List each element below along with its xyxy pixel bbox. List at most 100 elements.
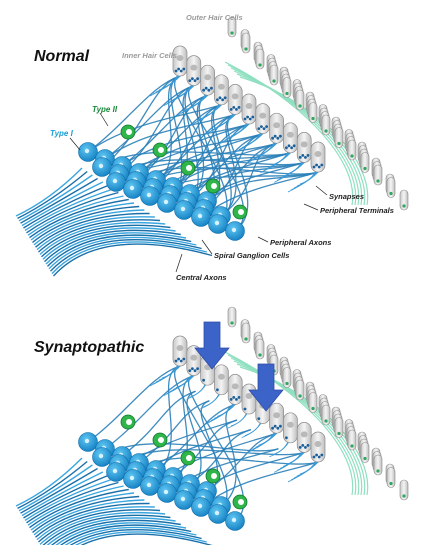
central-axon	[20, 467, 98, 514]
ribbon-synapse-dot	[304, 446, 307, 449]
ribbon-synapse-dot	[279, 424, 282, 428]
central-axon	[15, 167, 83, 217]
ihc-nucleus	[273, 122, 281, 129]
outer-hair-cell	[282, 367, 292, 388]
ohc-synapse-dot	[363, 456, 367, 461]
ribbon-synapse-dot	[193, 369, 197, 372]
down-arrow-icon	[248, 363, 284, 412]
ganglion-nucleus	[146, 482, 152, 488]
ihc-nucleus	[300, 141, 308, 148]
ganglion-nucleus	[214, 220, 220, 226]
central-axon	[74, 531, 207, 545]
ribbon-synapse-dot	[218, 96, 222, 100]
type-ii-neurons	[120, 414, 248, 510]
ihc-nucleus	[314, 441, 322, 447]
ribbon-synapse-dot	[279, 134, 282, 138]
central-axon	[39, 511, 166, 545]
ribbon-synapse-dot	[188, 369, 192, 372]
outer-hair-cell	[373, 164, 383, 186]
ihc-nucleus	[176, 55, 184, 61]
ganglion-nucleus	[214, 510, 220, 516]
outer-hair-cell	[386, 177, 396, 198]
ribbon-synapse-dot	[232, 106, 236, 109]
central-axon-bundle	[15, 167, 213, 277]
ribbon-synapse-dot	[315, 453, 318, 457]
nerve-fibers	[87, 73, 321, 232]
type-ii-nucleus	[211, 473, 217, 479]
ribbon-synapse-dot	[210, 86, 213, 90]
central-axon	[48, 236, 197, 270]
central-axon	[59, 524, 192, 545]
label-outer-hair-cells-text: Outer Hair Cells	[186, 13, 243, 22]
ribbon-synapse-dot	[248, 117, 252, 121]
central-axon	[29, 198, 129, 239]
ganglion-nucleus	[146, 192, 152, 198]
central-axon	[26, 191, 119, 234]
ribbon-synapse-dot	[320, 163, 324, 167]
ohc-synapse-dot	[230, 321, 234, 325]
label-inner-hair-cells-text: Inner Hair Cells	[122, 51, 177, 60]
ohc-synapse-dot	[350, 154, 354, 158]
ribbon-synapse-dot	[237, 396, 241, 399]
ohc-synapse-dot	[244, 47, 248, 51]
ribbon-synapse-dot	[273, 134, 277, 138]
ribbon-synapse-dot	[285, 146, 288, 150]
ohc-synapse-dot	[272, 79, 276, 83]
ribbon-synapse-dot	[188, 79, 192, 82]
label-peripheral-axons: Peripheral Axons	[270, 238, 331, 247]
ohc-synapse-dot	[298, 104, 302, 108]
ribbon-synapse-dot	[174, 359, 178, 363]
label-synapses: Synapses	[329, 192, 364, 201]
central-axon	[69, 529, 202, 545]
ihc-nucleus	[217, 373, 225, 380]
central-axon	[35, 212, 150, 248]
ihc-nucleus	[286, 421, 294, 428]
type-i-fiber	[87, 365, 181, 443]
terminal-fiber	[230, 411, 248, 427]
ganglion-nucleus	[129, 185, 135, 191]
ribbon-synapse-dot	[317, 165, 321, 169]
inner-hair-cells	[172, 45, 326, 173]
ganglion-nucleus	[129, 475, 135, 481]
central-axon	[29, 488, 129, 529]
ribbon-synapse-dot	[301, 444, 305, 447]
ribbon-synapse-dot	[191, 77, 194, 80]
type-i-fiber	[104, 374, 195, 450]
ohc-synapse-dot	[324, 419, 328, 423]
ganglion-nucleus	[180, 206, 186, 212]
label-type-ii: Type II	[92, 105, 118, 114]
outer-hair-cell	[321, 114, 331, 136]
central-axon	[36, 216, 155, 251]
ganglion-nucleus	[98, 453, 104, 459]
outer-hair-cell	[360, 442, 370, 463]
type-ii-nucleus	[126, 129, 132, 135]
outer-hair-cell	[308, 392, 318, 413]
ribbon-synapse-dot	[257, 417, 261, 420]
central-axon	[24, 188, 114, 231]
outer-hair-cell	[295, 379, 305, 401]
ribbon-synapse-dot	[298, 446, 302, 449]
ribbon-synapse-dot	[237, 106, 241, 109]
outer-hair-cell	[227, 306, 237, 328]
outer-hair-cell	[269, 64, 279, 86]
outer-hair-cell	[255, 338, 265, 360]
ribbon-synapse-dot	[229, 398, 233, 401]
ribbon-synapse-dot	[202, 378, 206, 382]
type-ii-nucleus	[158, 147, 164, 153]
outer-hair-cell	[282, 77, 292, 98]
central-axon	[44, 229, 181, 263]
ohc-synapse-dot	[376, 179, 380, 183]
outer-hair-cells	[227, 306, 409, 501]
spiral-ganglion-cells	[78, 142, 245, 241]
ribbon-synapse-dot	[306, 154, 310, 157]
ihc-nucleus	[286, 131, 294, 138]
ohc-synapse-dot	[350, 444, 354, 448]
outer-hair-cell	[347, 139, 357, 161]
ihc-nucleus	[273, 412, 281, 419]
ribbon-synapse-dot	[251, 115, 255, 119]
type-i-fiber	[200, 171, 319, 218]
type-ii-nucleus	[158, 437, 164, 443]
ganglion-nucleus	[112, 178, 118, 184]
ohc-synapse-dot	[402, 204, 406, 208]
ribbon-synapse-dot	[202, 88, 206, 92]
